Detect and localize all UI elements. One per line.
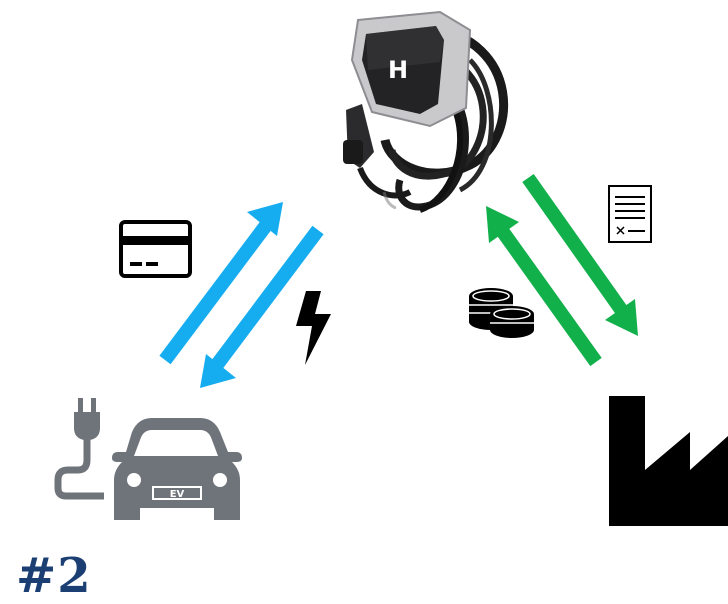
coins-icon [469,288,534,338]
electric-car-icon: EV [58,398,242,520]
arrow-down-to-car [200,230,318,388]
ev-charger-arrows [165,202,318,388]
arrow-up-to-charger [165,202,283,360]
ev-badge-text: EV [170,489,185,500]
wallbox-charger-icon: H [343,12,504,210]
invoice-icon [609,186,651,242]
credit-card-icon [121,222,190,276]
lightning-bolt-icon [296,291,331,365]
charger-logo: H [388,56,408,84]
arrow-up-to-charger-from-grid [486,206,596,362]
factory-icon [609,396,728,526]
step-number-label: #2 [16,548,92,604]
